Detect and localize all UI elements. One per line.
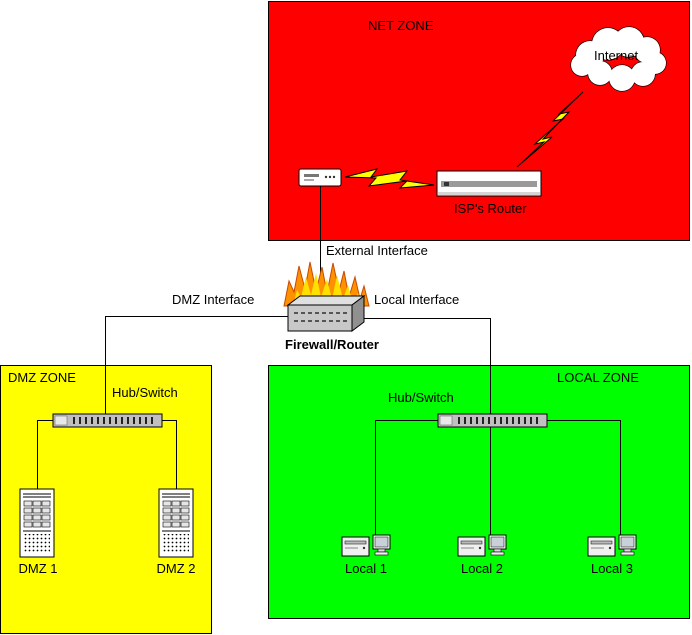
connection-lines [37, 186, 621, 540]
firewall-label: Firewall/Router [285, 337, 379, 352]
local-zone-label: LOCAL ZONE [557, 370, 639, 385]
modem-device [298, 168, 342, 187]
dmz-interface-label: DMZ Interface [172, 292, 255, 307]
net-zone-label: NET ZONE [368, 18, 434, 33]
local-hub-device [437, 413, 548, 428]
external-interface-label: External Interface [326, 243, 428, 258]
dmz2-server-device [158, 488, 194, 558]
internet-cloud-icon [570, 26, 667, 92]
dmz-hub-label: Hub/Switch [112, 385, 178, 400]
local2-pc-device [457, 534, 507, 557]
local-hub-label: Hub/Switch [388, 390, 454, 405]
local3-label: Local 3 [591, 561, 633, 576]
isp-router-device [436, 170, 542, 197]
firewall-device [283, 261, 370, 332]
local2-label: Local 2 [461, 561, 503, 576]
internet-label: Internet [594, 48, 639, 63]
local-interface-label: Local Interface [374, 292, 460, 307]
local1-pc-device [341, 534, 391, 557]
dmz1-label: DMZ 1 [18, 561, 58, 576]
dmz1-server-device [19, 488, 55, 558]
dmz-zone-label: DMZ ZONE [8, 370, 76, 385]
dmz-hub-device [52, 413, 163, 428]
dmz2-label: DMZ 2 [156, 561, 196, 576]
lightning-bolt-internet-icon [516, 91, 584, 168]
local-zone [268, 365, 690, 619]
isp-router-label: ISP's Router [454, 201, 527, 216]
local3-pc-device [587, 534, 637, 557]
lightning-bolt-modem-icon [344, 168, 435, 189]
local1-label: Local 1 [345, 561, 387, 576]
